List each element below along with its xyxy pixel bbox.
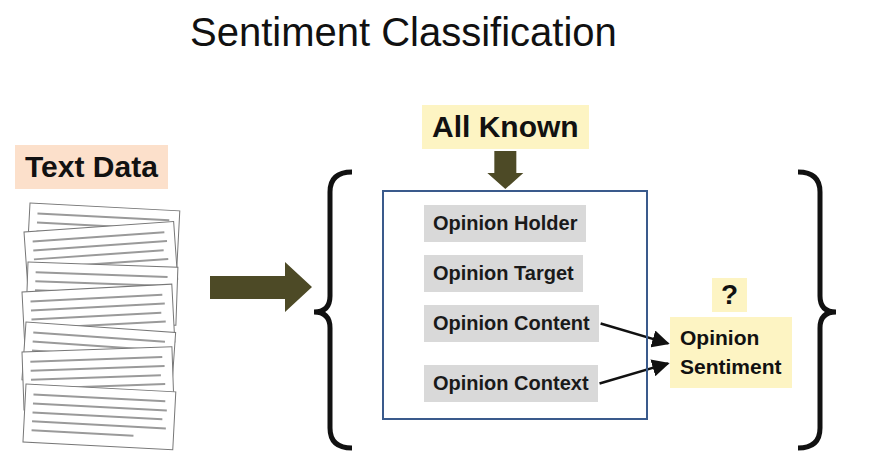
unknown-box: ? — [712, 278, 747, 312]
process-box: Opinion Holder — [424, 205, 586, 242]
box-label: Text Data — [25, 150, 158, 184]
box-label: ? — [721, 279, 738, 311]
known-box: All Known — [422, 105, 589, 149]
process-box: Opinion Content — [424, 305, 599, 342]
group-frame: Opinion HolderOpinion TargetOpinion Cont… — [382, 190, 648, 420]
box-label: Opinion Holder — [433, 212, 577, 235]
process-box: Opinion Context — [424, 365, 598, 402]
box-label: Opinion Context — [433, 372, 589, 395]
source-box: Text Data — [15, 145, 168, 189]
flow-arrow — [210, 262, 312, 312]
connector-arrow — [487, 151, 523, 189]
box-label: Opinion Sentiment — [680, 323, 782, 382]
process-box: Opinion Target — [424, 255, 583, 292]
connector-arrow — [601, 324, 668, 344]
slide-title: Sentiment Classification — [190, 10, 617, 55]
left-brace — [314, 172, 352, 448]
box-label: Opinion Content — [433, 312, 590, 335]
connector-arrow — [600, 363, 668, 383]
box-label: Opinion Target — [433, 262, 574, 285]
right-brace — [798, 172, 836, 448]
result-box: Opinion Sentiment — [670, 317, 792, 388]
paper-stack — [22, 203, 180, 450]
box-label: All Known — [432, 110, 579, 144]
